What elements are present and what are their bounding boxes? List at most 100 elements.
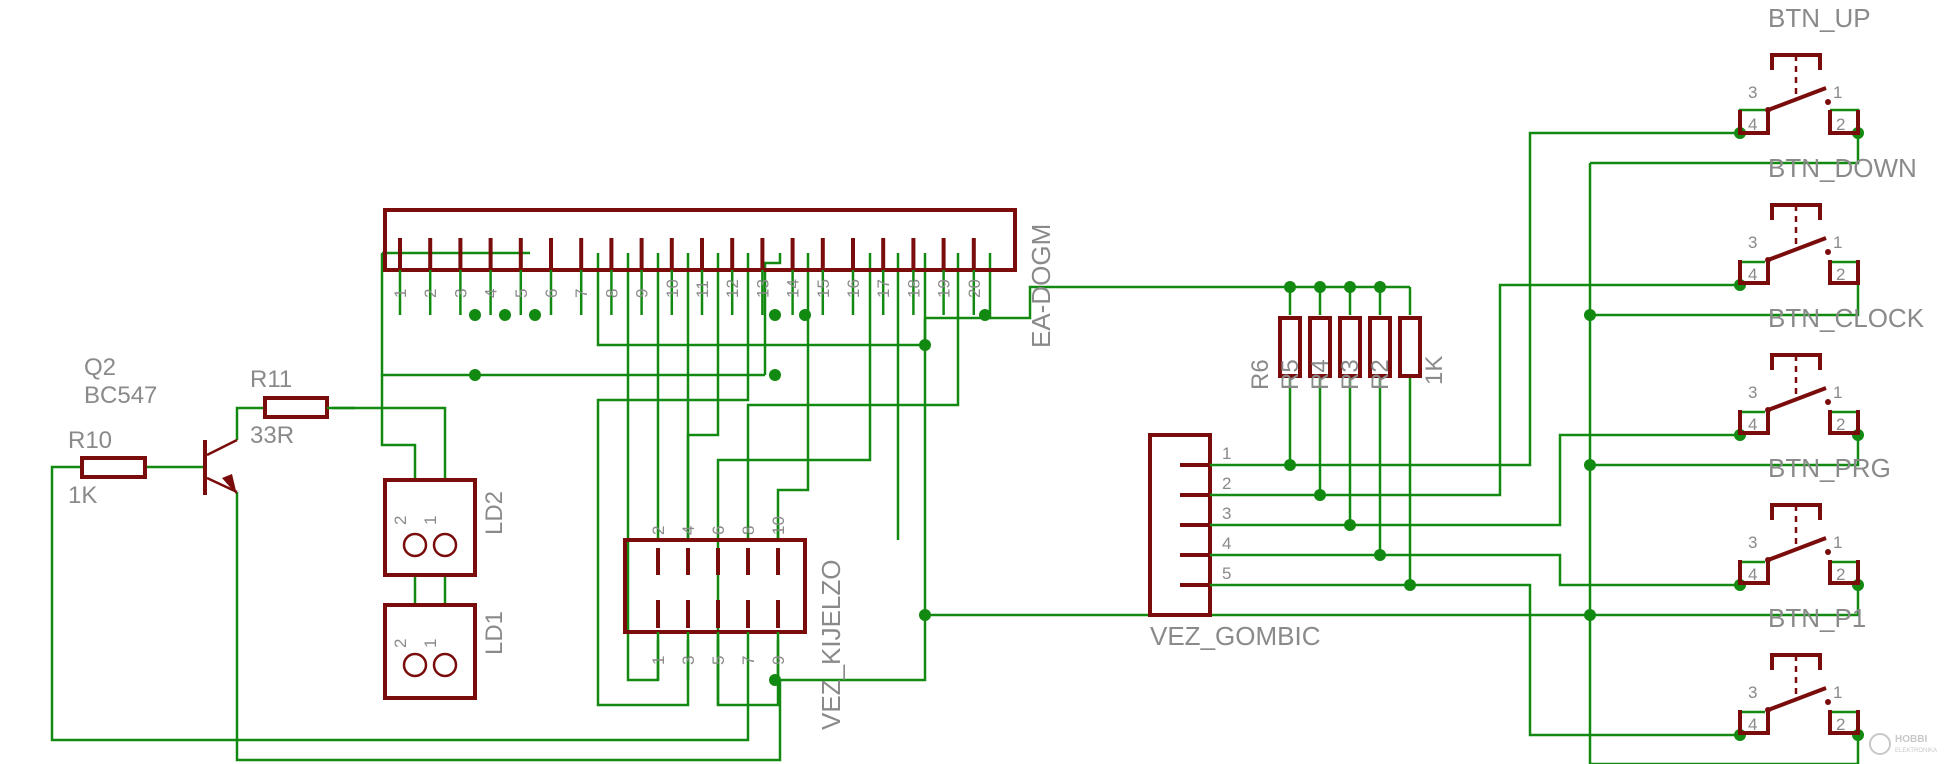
ea-dogm-pin-label: 6 (542, 289, 561, 298)
ea-dogm-pin-label: 19 (935, 279, 954, 298)
kijelzo-top-pin-label: 8 (739, 526, 758, 535)
ea-dogm-pin-label: 1 (391, 289, 410, 298)
ld2-pin2-label: 2 (391, 516, 410, 525)
button-btn-up: BTN_UP 3 1 4 2 (1738, 3, 1871, 135)
ea-dogm-name: EA-DOGM (1026, 224, 1056, 348)
resistor-r3-name: R3 (1337, 359, 1364, 390)
r11-name: R11 (250, 366, 292, 393)
ld1-pin2-label: 2 (391, 639, 410, 648)
kijelzo-top-pin-label: 2 (649, 526, 668, 535)
resistor-array: R6 R5 R4 R3 R2 1K (1247, 316, 1448, 390)
kijelzo-bottom-pin-label: 5 (709, 656, 728, 665)
kijelzo-top-pin-label: 6 (709, 526, 728, 535)
button-pin4-label: 4 (1748, 265, 1757, 284)
button-pin2-label: 2 (1836, 715, 1845, 734)
led-ld1: 2 1 LD1 (383, 603, 508, 700)
kijelzo-bottom-pin-label: 1 (649, 656, 668, 665)
kijelzo-top-pin-label: 10 (769, 516, 788, 535)
ea-dogm-pin-label: 18 (904, 279, 923, 298)
button-pin1-label: 1 (1833, 233, 1842, 252)
gombic-pin-label: 1 (1222, 444, 1231, 463)
ea-dogm-pin-label: 20 (965, 279, 984, 298)
ea-dogm-pin-label: 5 (512, 289, 531, 298)
kijelzo-bottom-pin-label: 3 (679, 656, 698, 665)
junction-dots (469, 127, 1864, 741)
button-name: BTN_CLOCK (1768, 303, 1925, 333)
button-pin3-label: 3 (1748, 383, 1757, 402)
ea-dogm-pin-label: 15 (814, 279, 833, 298)
button-pin4-label: 4 (1748, 415, 1757, 434)
ea-dogm-pin-label: 12 (723, 279, 742, 298)
gombic-pin-label: 2 (1222, 474, 1231, 493)
resistor-body (1278, 316, 1302, 378)
ea-dogm-pin-label: 4 (482, 289, 501, 298)
resistor-r5-name: R5 (1277, 359, 1304, 390)
button-pin3-label: 3 (1748, 83, 1757, 102)
q2-name: Q2 (84, 354, 116, 381)
ld2-pin1-label: 1 (421, 516, 440, 525)
button-pin1-label: 1 (1833, 683, 1842, 702)
kijelzo-bottom-pin-label: 7 (739, 656, 758, 665)
led-ld2: 2 1 LD2 (383, 478, 508, 577)
button-pin2-label: 2 (1836, 565, 1845, 584)
ea-dogm-pin-label: 8 (602, 289, 621, 298)
r11-value: 33R (250, 422, 294, 449)
ea-dogm-pin-label: 16 (844, 279, 863, 298)
resistor-body (1398, 316, 1422, 378)
button-pin4-label: 4 (1748, 565, 1757, 584)
button-name: BTN_UP (1768, 3, 1871, 33)
button-pin2-label: 2 (1836, 115, 1845, 134)
button-pin2-label: 2 (1836, 265, 1845, 284)
ea-dogm-pin-label: 17 (874, 279, 893, 298)
ea-dogm-pin-label: 2 (421, 289, 440, 298)
button-btn-down: BTN_DOWN 3 1 4 2 (1738, 153, 1917, 285)
button-pin1-label: 1 (1833, 533, 1842, 552)
ld2-name: LD2 (481, 491, 508, 535)
svg-text:ELEKTRONIKA: ELEKTRONIKA (1895, 748, 1937, 754)
ea-dogm-pin-label: 7 (572, 289, 591, 298)
resistor-body (1308, 316, 1332, 378)
resistor-r2-name: R2 (1367, 359, 1394, 390)
ea-dogm-pin-label: 9 (633, 289, 652, 298)
button-pin4-label: 4 (1748, 115, 1757, 134)
kijelzo-bottom-pin-label: 9 (769, 656, 788, 665)
connector-vez-gombic: 1 2 3 4 5 VEZ_GOMBIC (1148, 433, 1320, 651)
vez-gombic-name: VEZ_GOMBIC (1150, 621, 1320, 651)
r10-name: R10 (68, 427, 112, 454)
resistor-r4-name: R4 (1307, 359, 1334, 390)
resistor-r6-name: R6 (1247, 359, 1274, 390)
resistor-r11: R11 33R (250, 366, 355, 449)
button-pin3-label: 3 (1748, 683, 1757, 702)
q2-value: BC547 (84, 382, 157, 409)
transistor-q2: Q2 BC547 (84, 354, 238, 495)
button-name: BTN_DOWN (1768, 153, 1917, 183)
ld1-name: LD1 (481, 611, 508, 655)
vez-kijelzo-name: VEZ_KIJELZO (816, 560, 846, 731)
button-pin4-label: 4 (1748, 715, 1757, 734)
gombic-pin-label: 4 (1222, 534, 1231, 553)
resistor-body (1338, 316, 1362, 378)
resistor-r10: R10 1K (68, 427, 147, 509)
ld1-pin1-label: 1 (421, 639, 440, 648)
wires (50, 108, 1860, 764)
resistor-array-value: 1K (1421, 356, 1448, 385)
gombic-pin-label: 3 (1222, 504, 1231, 523)
ea-dogm-pin-label: 3 (451, 289, 470, 298)
button-pin1-label: 1 (1833, 83, 1842, 102)
resistor-body (1368, 316, 1392, 378)
ea-dogm-pin-label: 10 (663, 279, 682, 298)
button-pin2-label: 2 (1836, 415, 1845, 434)
gombic-pin-label: 5 (1222, 564, 1231, 583)
watermark-logo: HOBBI ELEKTRONIKA (1869, 733, 1937, 755)
ea-dogm-pin-label: 11 (693, 280, 712, 298)
button-pin3-label: 3 (1748, 233, 1757, 252)
svg-text:HOBBI: HOBBI (1895, 734, 1927, 745)
ea-dogm-pin-label: 13 (753, 279, 772, 298)
